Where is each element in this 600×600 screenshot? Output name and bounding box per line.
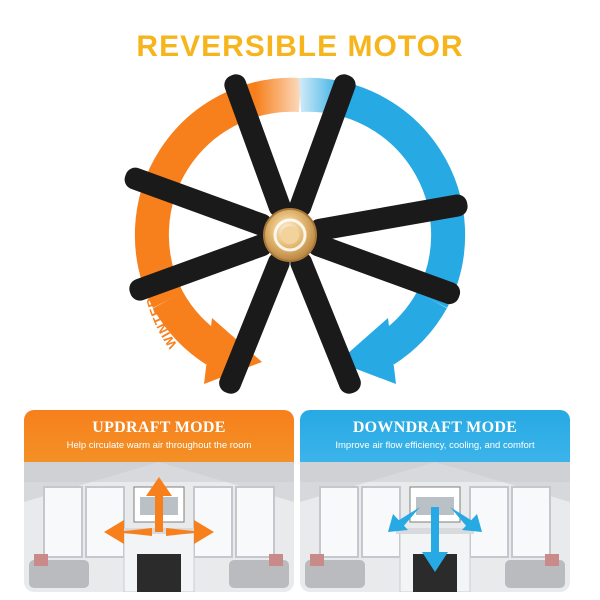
downdraft-room-image <box>300 462 570 592</box>
page-title: REVERSIBLE MOTOR <box>136 30 464 63</box>
downdraft-header: DOWNDRAFT MODE Improve air flow efficien… <box>300 410 570 462</box>
window <box>319 486 551 558</box>
downdraft-title: DOWNDRAFT MODE <box>352 419 518 436</box>
window <box>43 486 275 558</box>
updraft-arrows-icon <box>104 477 214 544</box>
updraft-title: UPDRAFT MODE <box>92 419 226 436</box>
downdraft-panel: DOWNDRAFT MODE Improve air flow efficien… <box>300 410 570 592</box>
downdraft-subtitle: Improve air flow efficiency, cooling, an… <box>335 440 535 451</box>
fan-blades <box>124 74 468 394</box>
fan-diagram: WINTER MODE,COUNTERCLOCKWISE SUMMER MODE… <box>124 74 468 394</box>
updraft-panel: UPDRAFT MODE Help circulate warm air thr… <box>24 410 294 592</box>
downdraft-arrows-icon <box>388 507 482 572</box>
updraft-room-image <box>24 462 294 592</box>
updraft-subtitle: Help circulate warm air throughout the r… <box>66 440 252 451</box>
updraft-header: UPDRAFT MODE Help circulate warm air thr… <box>24 410 294 462</box>
